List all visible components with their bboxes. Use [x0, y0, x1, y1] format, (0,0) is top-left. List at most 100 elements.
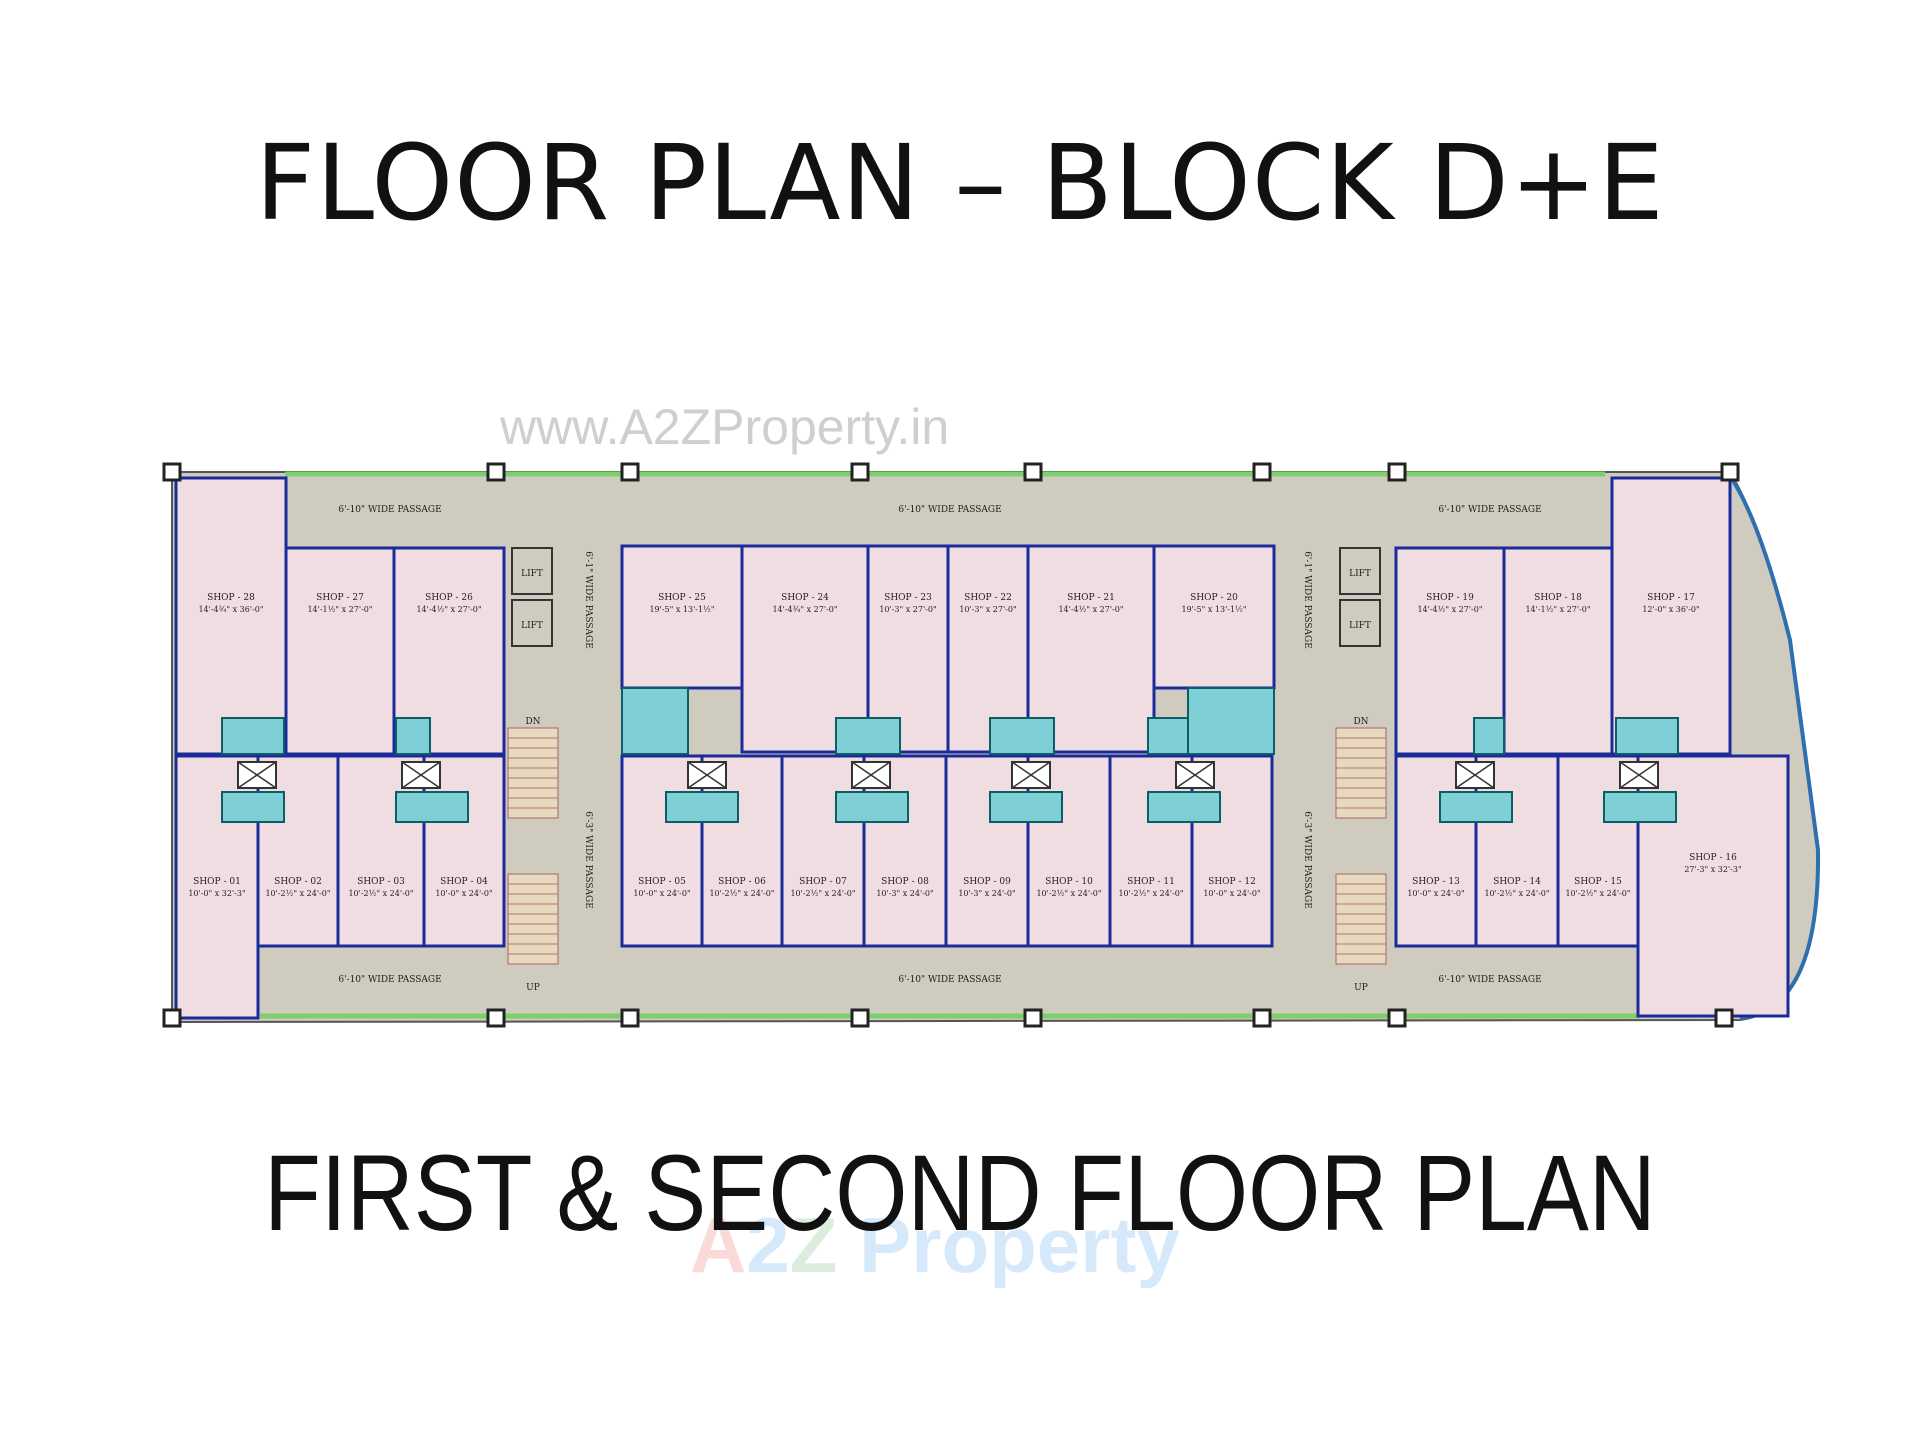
toilet-block — [1615, 717, 1679, 755]
shop-name: SHOP - 07 — [799, 877, 847, 887]
toilet-block — [989, 791, 1063, 823]
toilet-block — [835, 717, 901, 755]
shop-size: 10'-0" x 32'-3" — [188, 889, 245, 898]
column — [1714, 1008, 1734, 1028]
shaft-cross — [1619, 761, 1659, 789]
passage-label-top: 6'-10" WIDE PASSAGE — [898, 505, 1001, 515]
shop-size: 10'-0" x 24'-0" — [633, 889, 690, 898]
toilet-block — [989, 717, 1055, 755]
shop-size: 10'-3" x 24'-0" — [958, 889, 1015, 898]
shop-size: 10'-2½" x 24'-0" — [265, 889, 330, 898]
shop-room — [620, 544, 744, 690]
passage-label-bottom: 6'-10" WIDE PASSAGE — [1438, 975, 1541, 985]
toilet-block — [835, 791, 909, 823]
passage-label-top: 6'-10" WIDE PASSAGE — [338, 505, 441, 515]
column — [1252, 1008, 1272, 1028]
column — [1023, 462, 1043, 482]
shop-size: 19'-5" x 13'-1½" — [649, 605, 714, 614]
lift-label: LIFT — [521, 621, 543, 631]
column — [1387, 462, 1407, 482]
toilet-block — [1439, 791, 1513, 823]
shop-room — [946, 544, 1030, 754]
shop-name: SHOP - 04 — [440, 877, 488, 887]
toilet-block — [1603, 791, 1677, 823]
shaft-cross — [1175, 761, 1215, 789]
column — [486, 1008, 506, 1028]
passage-label-bottom: 6'-10" WIDE PASSAGE — [898, 975, 1001, 985]
shop-name: SHOP - 25 — [658, 593, 706, 603]
stair-flight — [1335, 873, 1387, 965]
shop-size: 10'-0" x 24'-0" — [1203, 889, 1260, 898]
column — [850, 1008, 870, 1028]
shop-room — [780, 754, 866, 948]
lift-box — [1339, 599, 1381, 647]
shop-size: 14'-1½" x 27'-0" — [307, 605, 372, 614]
toilet-block — [621, 687, 689, 755]
toilet-block — [1473, 717, 1505, 755]
shop-name: SHOP - 23 — [884, 593, 932, 603]
shop-size: 14'-4½" x 27'-0" — [1417, 605, 1482, 614]
shop-room — [1502, 546, 1614, 756]
column — [486, 462, 506, 482]
stair-dn-label: DN — [1353, 717, 1368, 727]
column — [620, 462, 640, 482]
shop-size: 14'-4¾" x 36'-0" — [198, 605, 263, 614]
lift-box — [511, 547, 553, 595]
shop-name: SHOP - 20 — [1190, 593, 1238, 603]
shop-size: 19'-5" x 13'-1½" — [1181, 605, 1246, 614]
shop-size: 10'-2½" x 24'-0" — [790, 889, 855, 898]
shop-name: SHOP - 24 — [781, 593, 829, 603]
lift-label: LIFT — [521, 569, 543, 579]
stair-flight — [1335, 727, 1387, 819]
shaft-cross — [401, 761, 441, 789]
shop-size: 10'-3" x 27'-0" — [879, 605, 936, 614]
shop-name: SHOP - 08 — [881, 877, 929, 887]
shop-room — [1152, 544, 1276, 690]
shop-name: SHOP - 03 — [357, 877, 405, 887]
shop-name: SHOP - 05 — [638, 877, 686, 887]
shaft-cross — [851, 761, 891, 789]
stair-up-label: UP — [1354, 983, 1368, 993]
shop-name: SHOP - 19 — [1426, 593, 1474, 603]
column — [1023, 1008, 1043, 1028]
passage-label-vertical: 6'-1" WIDE PASSAGE — [583, 551, 593, 649]
plan-subtitle: FIRST & SECOND FLOOR PLAN — [264, 1132, 1656, 1253]
shop-size: 10'-2½" x 24'-0" — [1118, 889, 1183, 898]
shop-size: 14'-4½" x 27'-0" — [416, 605, 481, 614]
stair-flight — [507, 873, 559, 965]
passage-label-top: 6'-10" WIDE PASSAGE — [1438, 505, 1541, 515]
shaft-cross — [1455, 761, 1495, 789]
column — [1387, 1008, 1407, 1028]
column — [162, 462, 182, 482]
shop-size: 12'-0" x 36'-0" — [1642, 605, 1699, 614]
toilet-block — [221, 791, 285, 823]
column — [620, 1008, 640, 1028]
shop-name: SHOP - 21 — [1067, 593, 1115, 603]
shop-name: SHOP - 16 — [1689, 853, 1737, 863]
watermark-logo: A2Z Property — [690, 1201, 1180, 1289]
shop-size: 14'-4¾" x 27'-0" — [772, 605, 837, 614]
lift-box — [1339, 547, 1381, 595]
shop-size: 10'-2½" x 24'-0" — [709, 889, 774, 898]
shop-room — [866, 544, 950, 754]
toilet-block — [395, 717, 431, 755]
shop-size: 10'-3" x 24'-0" — [876, 889, 933, 898]
passage-label-vertical: 6'-1" WIDE PASSAGE — [1302, 551, 1312, 649]
stair-flight — [507, 727, 559, 819]
shaft-cross — [1011, 761, 1051, 789]
shop-name: SHOP - 13 — [1412, 877, 1460, 887]
column — [162, 1008, 182, 1028]
toilet-block — [221, 717, 285, 755]
shop-name: SHOP - 22 — [964, 593, 1012, 603]
shop-name: SHOP - 01 — [193, 877, 241, 887]
shaft-cross — [687, 761, 727, 789]
lift-box — [511, 599, 553, 647]
shop-size: 10'-2½" x 24'-0" — [1484, 889, 1549, 898]
shop-size: 10'-2½" x 24'-0" — [1036, 889, 1101, 898]
shop-name: SHOP - 06 — [718, 877, 766, 887]
shop-room — [284, 546, 396, 756]
shop-name: SHOP - 17 — [1647, 593, 1695, 603]
shop-name: SHOP - 14 — [1493, 877, 1541, 887]
lift-label: LIFT — [1349, 569, 1371, 579]
